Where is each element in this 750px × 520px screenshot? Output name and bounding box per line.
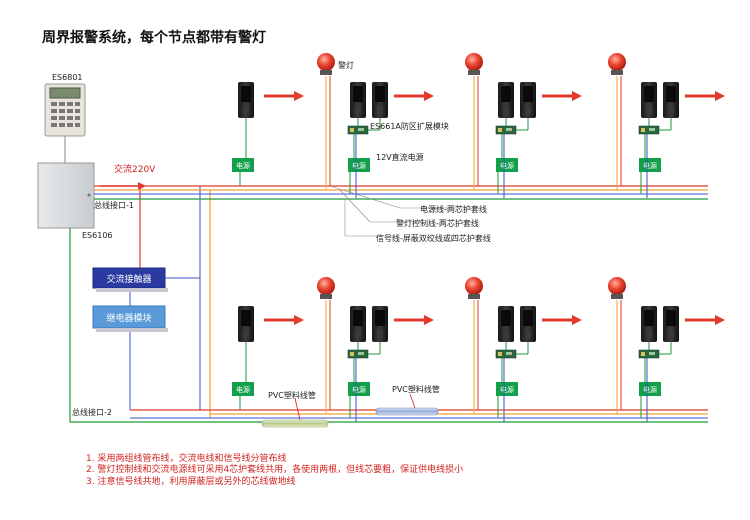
page-title: 周界报警系统，每个节点都带有警灯 — [42, 29, 266, 46]
bus1-label: 总线接口-1 — [94, 200, 134, 210]
pvc-pipe-2 — [375, 407, 439, 416]
power-box — [496, 382, 518, 396]
bus2-label: 总线接口-2 — [72, 407, 112, 417]
alarm-lamp-icon — [465, 53, 483, 71]
control-panel-icon — [37, 162, 95, 229]
note-3: 3. 注意信号线共地，利用屏蔽层或另外的芯线做地线 — [86, 475, 295, 487]
power-box-label: 电源 — [643, 161, 657, 170]
alarm-lamp-icon — [317, 277, 335, 295]
power-box — [232, 382, 254, 396]
alarm-lamp-icon — [465, 277, 483, 295]
power-box-label: 电源 — [352, 161, 366, 170]
power-box — [348, 382, 370, 396]
power-box-label: 电源 — [236, 161, 250, 170]
panel-label: ES6106 — [82, 231, 113, 240]
cable-signal-label: 信号线-屏蔽双绞线或四芯护套线 — [376, 233, 491, 243]
keypad-label: ES6801 — [52, 73, 83, 82]
power-box-label: 电源 — [352, 385, 366, 394]
relay-label: 继电器模块 — [106, 312, 151, 324]
lamp-label: 警灯 — [338, 60, 354, 70]
dc-label: 12V直流电源 — [376, 152, 424, 162]
panel-lock-icon — [87, 193, 91, 197]
power-box-label: 电源 — [500, 161, 514, 170]
alarm-lamp-icon — [608, 53, 626, 71]
power-box — [639, 158, 661, 172]
power-box-label: 电源 — [500, 385, 514, 394]
wiring — [69, 185, 708, 423]
contactor-label: 交流接触器 — [106, 273, 151, 285]
cable-lamp-label: 警灯控制线-两芯护套线 — [396, 218, 479, 228]
note-2: 2. 警灯控制线和交流电源线可采用4芯护套线共用，各使用两根，但线芯要粗，保证供… — [86, 463, 463, 475]
cable-legend: 电源线-两芯护套线 警灯控制线-两芯护套线 信号线-屏蔽双绞线或四芯护套线 — [329, 185, 491, 243]
note-1: 1. 采用两组线管布线，交流电线和信号线分管布线 — [86, 452, 286, 464]
pvc2-label: PVC塑料线管 — [392, 384, 440, 394]
module-label: ES661A防区扩展模块 — [370, 121, 449, 131]
cable-power-label: 电源线-两芯护套线 — [420, 204, 487, 214]
pvc-pipe-1 — [261, 419, 329, 428]
power-box — [348, 158, 370, 172]
power-box-label: 电源 — [643, 385, 657, 394]
power-box — [232, 158, 254, 172]
power-box-label: 电源 — [236, 385, 250, 394]
power-box — [639, 382, 661, 396]
alarm-lamp-icon — [317, 53, 335, 71]
pvc1-label: PVC塑料线管 — [268, 390, 316, 400]
power-box — [496, 158, 518, 172]
keypad-icon — [44, 83, 86, 137]
alarm-lamp-icon — [608, 277, 626, 295]
node-group: 电源电源电源电源电源电源电源电源 — [232, 53, 725, 422]
ac-label: 交流220V — [114, 163, 156, 175]
